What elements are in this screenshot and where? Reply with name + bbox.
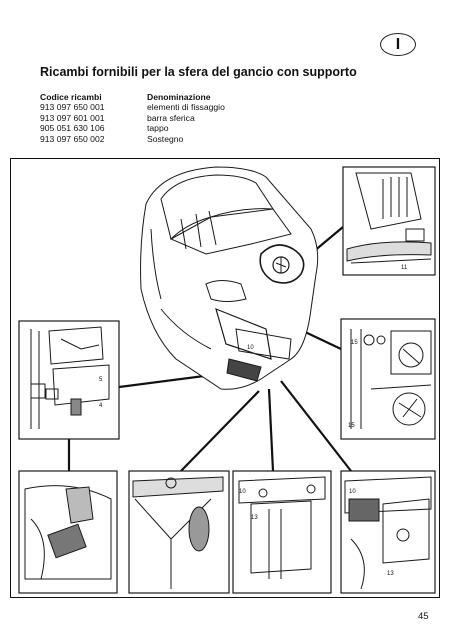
part-name: elementi di fissaggio	[147, 102, 225, 113]
part-name: Sostegno	[147, 133, 184, 144]
part-code: 905 051 630 106	[40, 123, 105, 134]
table-row: 905 051 630 106 tappo	[40, 123, 290, 133]
callout-label: 10	[349, 489, 356, 495]
table-row: 913 097 601 001 barra sferica	[40, 113, 290, 123]
detail-panel-bottom-2	[128, 470, 230, 594]
callout-label: 4	[99, 403, 103, 409]
section-badge: I	[380, 33, 416, 56]
assembly-illustration: 11 15 15 5 4	[18, 166, 436, 594]
part-name: barra sferica	[147, 112, 195, 123]
column-header-name: Denominazione	[147, 92, 211, 102]
column-header-code: Codice ricambi	[40, 92, 102, 102]
detail-panel-bottom-4: 10 13	[340, 470, 436, 594]
detail-panel-bottom-1	[18, 470, 118, 594]
detail-panel-bottom-3: 10 13	[232, 470, 332, 594]
table-row: 913 097 650 001 elementi di fissaggio	[40, 102, 290, 112]
callout-label: 13	[251, 515, 258, 521]
callout-label: 5	[99, 377, 103, 383]
part-code: 913 097 650 002	[40, 133, 105, 144]
part-code: 913 097 601 001	[40, 112, 105, 123]
detail-panel-top-right: 11	[342, 166, 436, 276]
car-rear-drawing	[140, 166, 319, 390]
part-name: tappo	[147, 123, 169, 134]
section-letter: I	[395, 35, 401, 53]
illustration-frame: 11 15 15 5 4	[10, 158, 440, 598]
callout-label: 15	[351, 340, 358, 346]
table-row: 913 097 650 002 Sostegno	[40, 134, 290, 144]
callout-label: 10	[239, 489, 246, 495]
callout-label: 15	[348, 423, 355, 429]
parts-table-header: Codice ricambi Denominazione	[40, 92, 290, 102]
detail-panel-right-middle: 15 15	[340, 318, 436, 440]
part-code: 913 097 650 001	[40, 102, 105, 113]
page-title: Ricambi fornibili per la sfera del ganci…	[40, 65, 357, 79]
callout-label: 10	[247, 345, 254, 351]
page-number: 45	[418, 611, 429, 622]
parts-table: Codice ricambi Denominazione 913 097 650…	[40, 92, 290, 144]
callout-label: 13	[387, 571, 394, 577]
callout-label: 11	[401, 265, 408, 271]
detail-panel-left-middle: 5 4	[18, 320, 120, 440]
